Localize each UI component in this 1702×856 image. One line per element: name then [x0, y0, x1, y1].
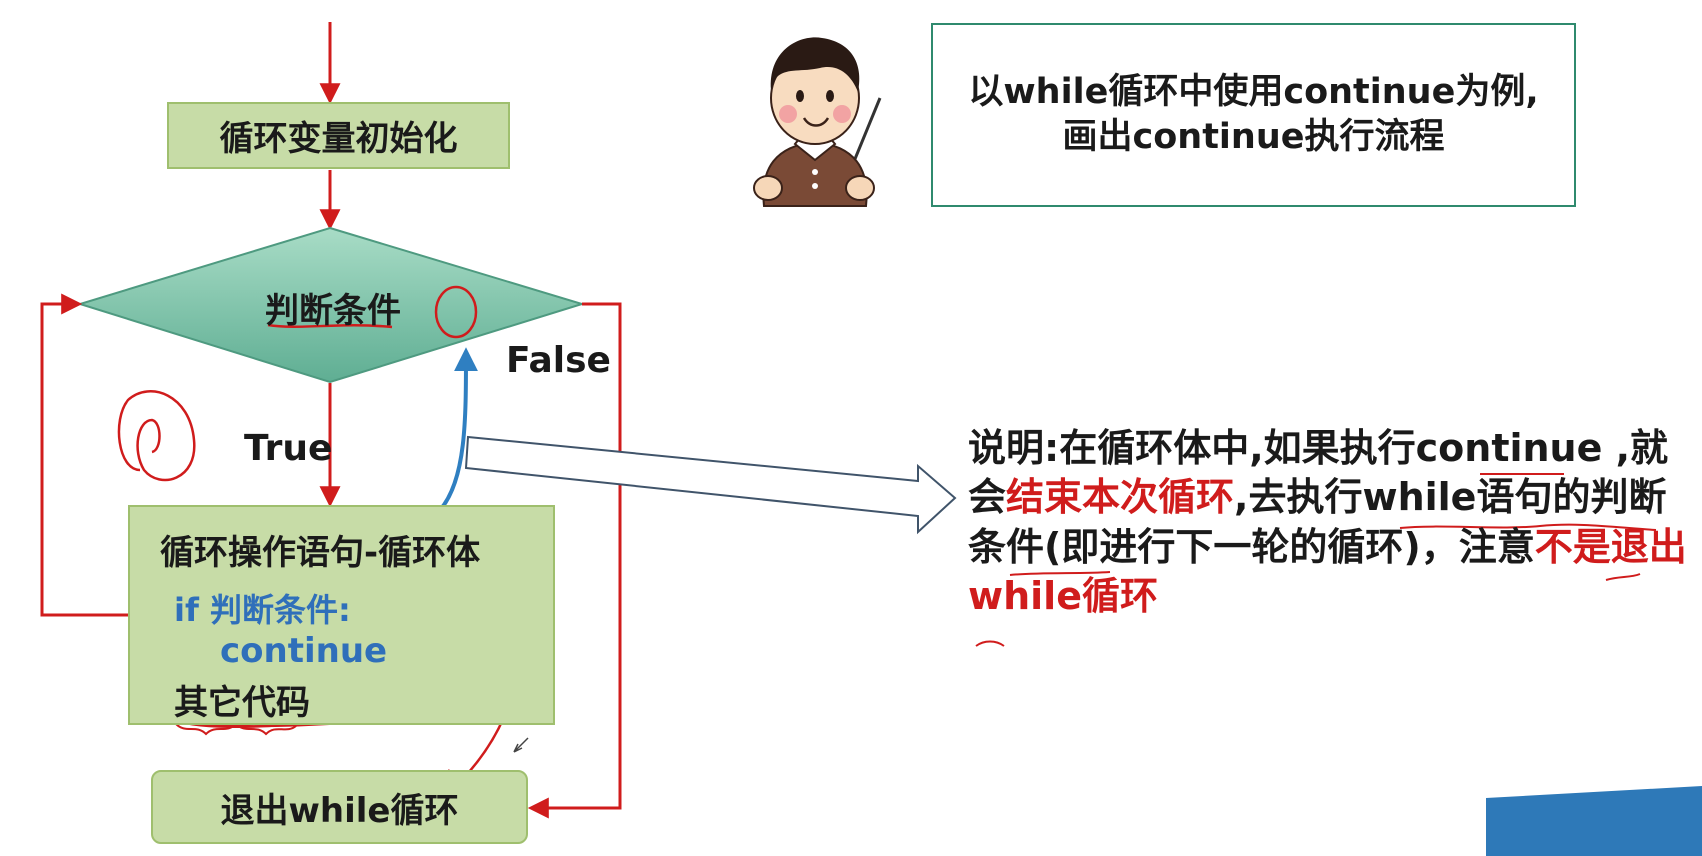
title-box: 以while循环中使用continue为例, 画出continue执行流程 — [931, 23, 1576, 207]
continue-statement: continue — [220, 631, 388, 671]
false-label: False — [506, 340, 611, 381]
if-statement: if 判断条件: — [174, 591, 351, 629]
exit-loop-box: 退出while循环 — [151, 770, 528, 844]
init-box: 循环变量初始化 — [167, 102, 510, 169]
annotation-spiral — [117, 390, 196, 482]
init-label: 循环变量初始化 — [219, 119, 458, 159]
note-highlight-1: 结束本次循环 — [1006, 475, 1235, 520]
note-text-2: ,去执行while语句的判断条件(即进行下一轮的循环)，注意 — [968, 475, 1667, 569]
loop-body-title: 循环操作语句-循环体 — [160, 533, 481, 573]
teacher-avatar-icon — [753, 37, 882, 207]
title-line-2: 画出continue执行流程 — [1062, 117, 1445, 157]
pointer-arrow — [464, 435, 957, 535]
loop-back-arrow — [40, 293, 128, 617]
condition-label: 判断条件 — [265, 291, 401, 331]
true-label: True — [244, 428, 333, 469]
other-code-label: 其它代码 — [174, 683, 310, 723]
annotation-underline-cond2 — [1009, 571, 1111, 576]
exit-label: 退出while循环 — [220, 790, 459, 831]
loop-body-box: 循环操作语句-循环体 if 判断条件: continue 其它代码 — [128, 505, 555, 725]
condition-diamond — [76, 226, 586, 384]
title-line-1: 以while循环中使用continue为例, — [968, 71, 1539, 112]
annotation-circle-small — [434, 285, 478, 339]
note-highlight-2: 不是退出while循环 — [968, 524, 1687, 619]
pen-cursor-icon — [513, 737, 529, 753]
annotation-tick-note — [1605, 573, 1641, 581]
annotation-tick-yi — [975, 640, 1005, 647]
explanation-note: 说明:在循环体中,如果执行continue ,就会结束本次循环,去执行while… — [968, 424, 1698, 622]
annotation-underline-condition — [267, 323, 393, 329]
false-arrow — [527, 302, 622, 819]
annotation-wave-while — [1399, 523, 1657, 531]
note-text-1: 说明:在循环体中,如果执行continue ,就会 — [968, 426, 1669, 520]
